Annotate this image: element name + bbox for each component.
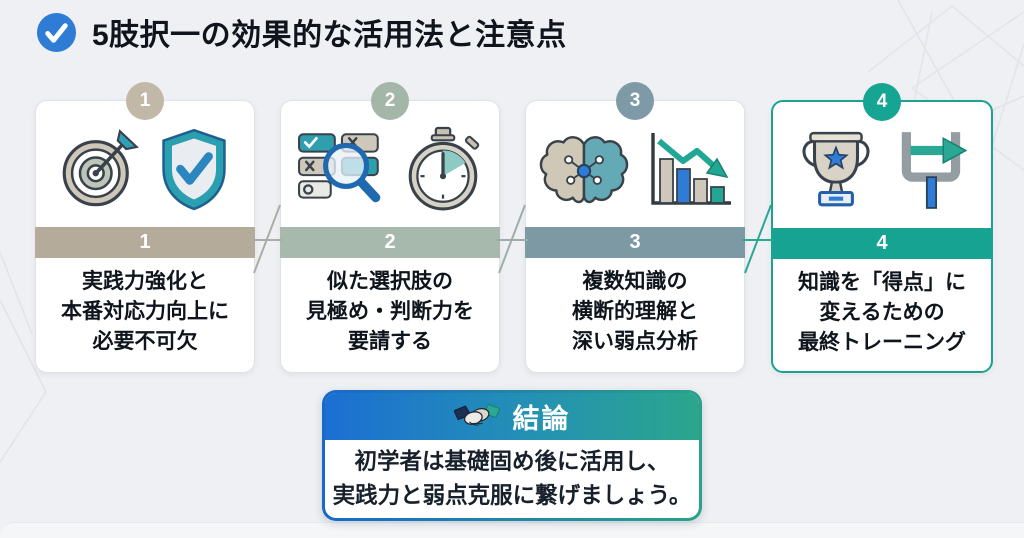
step-card-4: 4 4 知識を「得点」に 変えるための 最終トレーニング [771,83,993,373]
desc-line: 実践力強化と [82,270,208,293]
step-description: 実践力強化と 本番対応力向上に 必要不可欠 [36,258,254,358]
step-band-number: 1 [139,231,151,253]
conclusion-header: 結論 [325,393,699,440]
desc-line: 横断的理解と [572,300,698,324]
step-badge-number: 1 [139,90,151,111]
desc-line: 知識を「得点」に [798,271,966,294]
step-badge: 1 [126,82,164,120]
step-badge: 3 [616,82,654,120]
step-badge: 4 [863,83,901,121]
goal-arrow-icon [901,132,967,209]
step-band: 2 [280,227,500,258]
step-card-2: 2 2 [280,82,500,373]
step-card-3: 3 3 複数知識の 横断的理解と 深い弱点分析 [525,82,745,373]
step-description: 複数知識の 横断的理解と 深い弱点分析 [526,258,744,358]
trophy-icon [801,131,870,207]
shield-check-icon [161,128,226,211]
desc-line: 深い弱点分析 [572,330,698,354]
desc-line: 要請する [348,330,432,354]
step-icons [526,101,744,227]
step-icons [773,102,991,228]
page-header: 5肢択一の効果的な活用法と注意点 [36,10,567,54]
desc-line: 最終トレーニング [798,331,966,355]
step-band: 1 [35,227,255,258]
step-badge-number: 4 [876,91,888,112]
stopwatch-icon [408,126,479,211]
conclusion-line: 実践力と弱点克服に繋げましょう。 [332,483,692,508]
check-circle-icon [36,12,77,52]
handshake-icon [453,403,500,426]
step-icons [36,101,254,227]
target-arrow-icon [62,129,139,207]
step-connector-1-2 [251,204,283,274]
step-band-number: 3 [629,231,641,253]
step-band-number: 4 [876,232,888,254]
brain-icon [539,136,628,204]
conclusion-box: 結論 初学者は基礎固め後に活用し、 実践力と弱点克服に繋げましょう。 [322,390,702,521]
page-title: 5肢択一の効果的な活用法と注意点 [92,19,567,52]
bottom-strip [0,522,1024,538]
step-band: 4 [773,228,991,259]
choices-magnifier-icon [297,133,380,203]
step-description: 知識を「得点」に 変えるための 最終トレーニング [773,259,991,359]
desc-line: 複数知識の [582,270,688,293]
desc-line: 必要不可欠 [92,330,198,354]
conclusion-line: 初学者は基礎固め後に活用し、 [354,449,670,475]
step-icons [281,101,499,227]
declining-chart-icon [650,133,731,205]
step-description: 似た選択肢の 見極め・判断力を 要請する [281,258,499,358]
step-card-1: 1 1 実践力強化と 本番対応力向上に 必要不可欠 [35,82,255,373]
conclusion-title: 結論 [512,404,571,434]
step-badge-number: 3 [629,90,641,111]
step-badge: 2 [371,82,409,120]
desc-line: 本番対応力向上に [61,300,229,324]
desc-line: 変えるための [819,301,945,325]
step-connector-2-3 [496,204,528,274]
step-connector-3-4 [742,204,774,274]
desc-line: 似た選択肢の [327,270,453,293]
step-band-number: 2 [384,231,396,253]
conclusion-text: 初学者は基礎固め後に活用し、 実践力と弱点克服に繋げましょう。 [325,440,699,518]
step-band: 3 [525,227,745,258]
desc-line: 見極め・判断力を [306,300,474,324]
step-badge-number: 2 [384,90,396,111]
